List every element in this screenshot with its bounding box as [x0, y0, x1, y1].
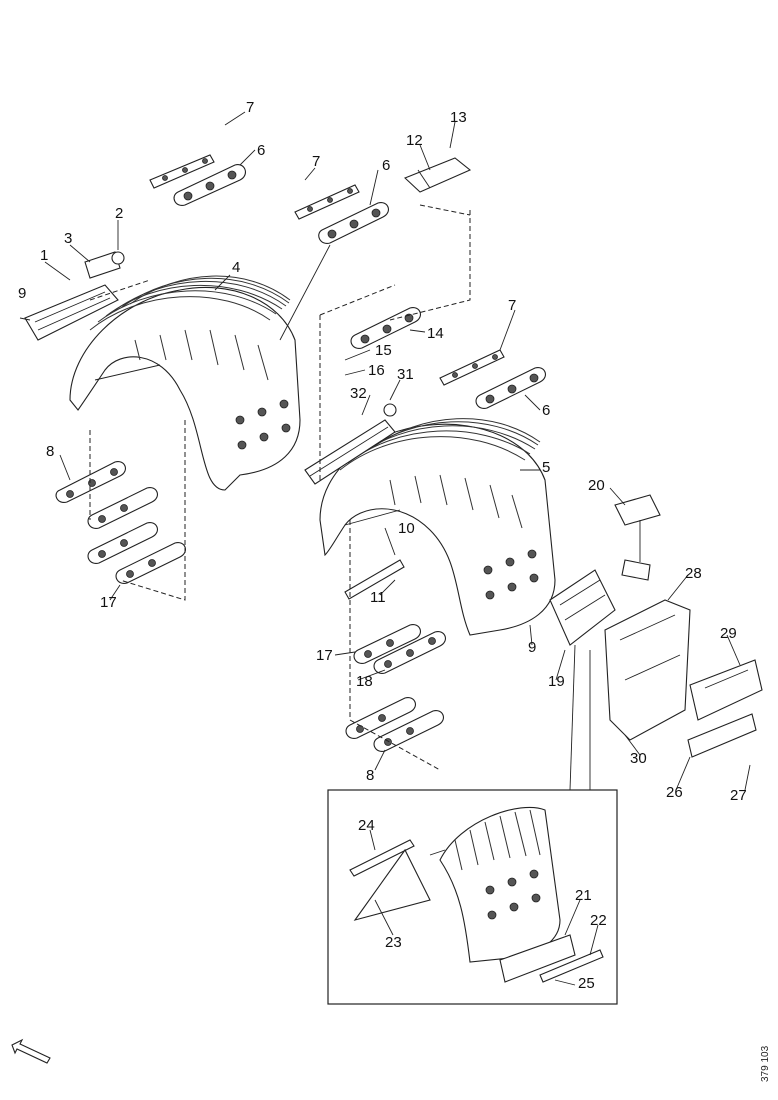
callout-6b: 6 [382, 157, 390, 174]
strip-10-11 [344, 559, 405, 600]
callout-11: 11 [370, 589, 386, 606]
callout-8a: 8 [46, 443, 54, 460]
strip-18 [373, 630, 446, 675]
callout-21: 21 [575, 887, 592, 904]
callout-6a: 6 [257, 142, 265, 159]
bracket-19 [549, 569, 616, 646]
callout-2: 2 [115, 205, 123, 222]
callout-26: 26 [666, 784, 683, 801]
lamp-29 [689, 659, 763, 721]
direction-arrow-icon [11, 1038, 51, 1064]
callout-20: 20 [588, 477, 605, 494]
callout-labels: 1 2 3 4 5 6 6 6 7 7 7 8 8 9 9 10 11 12 1… [18, 99, 747, 992]
callout-1: 1 [40, 247, 48, 264]
light-housing-30 [604, 599, 691, 741]
strip-7-top-left [149, 154, 215, 189]
callout-4: 4 [232, 259, 240, 276]
callout-13: 13 [450, 109, 467, 126]
strip-6-top-left [173, 164, 246, 207]
callout-14: 14 [427, 325, 444, 342]
callout-19: 19 [548, 673, 565, 690]
plate-26 [687, 713, 757, 758]
callout-7b: 7 [312, 153, 320, 170]
reference-code: 379 103 [760, 1045, 771, 1082]
mount-bar-32 [304, 403, 397, 485]
strip-8-mid [345, 696, 416, 740]
callout-18: 18 [356, 673, 373, 690]
callout-10: 10 [398, 520, 415, 537]
left-fender [69, 275, 301, 491]
callout-30: 30 [630, 750, 647, 767]
strip-left-3 [87, 521, 158, 565]
strip-17-mid [353, 623, 421, 665]
strip-8-left [55, 460, 126, 504]
callout-6c: 6 [542, 402, 550, 419]
connector-20 [614, 494, 661, 581]
callout-15: 15 [375, 342, 392, 359]
strip-mid-lower [373, 709, 444, 753]
callout-24: 24 [358, 817, 375, 834]
bolt-assembly-2-3 [84, 251, 125, 279]
strip-7-top-mid [294, 184, 360, 220]
detail-inset [327, 789, 618, 1005]
callout-9b: 9 [528, 639, 536, 656]
bracket-12 [403, 157, 472, 193]
callout-25: 25 [578, 975, 595, 992]
callout-7a: 7 [246, 99, 254, 116]
strip-left-2 [87, 486, 158, 530]
strip-6-top-mid [318, 201, 389, 245]
callout-16: 16 [368, 362, 385, 379]
callout-27: 27 [730, 787, 747, 804]
callout-12: 12 [406, 132, 423, 149]
callout-3: 3 [64, 230, 72, 247]
callout-29: 29 [720, 625, 737, 642]
strip-17-left [115, 541, 186, 585]
strip-7-right [439, 349, 505, 386]
strip-6-right [475, 366, 546, 410]
callout-8b: 8 [366, 767, 374, 784]
callout-17a: 17 [100, 594, 117, 611]
right-fender [319, 418, 556, 636]
callout-28: 28 [685, 565, 702, 582]
callout-5: 5 [542, 459, 550, 476]
callout-31: 31 [397, 366, 414, 383]
assembly-lines [89, 204, 591, 791]
callout-23: 23 [385, 934, 402, 951]
callout-22: 22 [590, 912, 607, 929]
strip-14 [350, 306, 421, 350]
callout-7c: 7 [508, 297, 516, 314]
callout-leaders [19, 111, 751, 986]
callout-9a: 9 [18, 285, 26, 302]
callout-32: 32 [350, 385, 367, 402]
callout-17b: 17 [316, 647, 333, 664]
